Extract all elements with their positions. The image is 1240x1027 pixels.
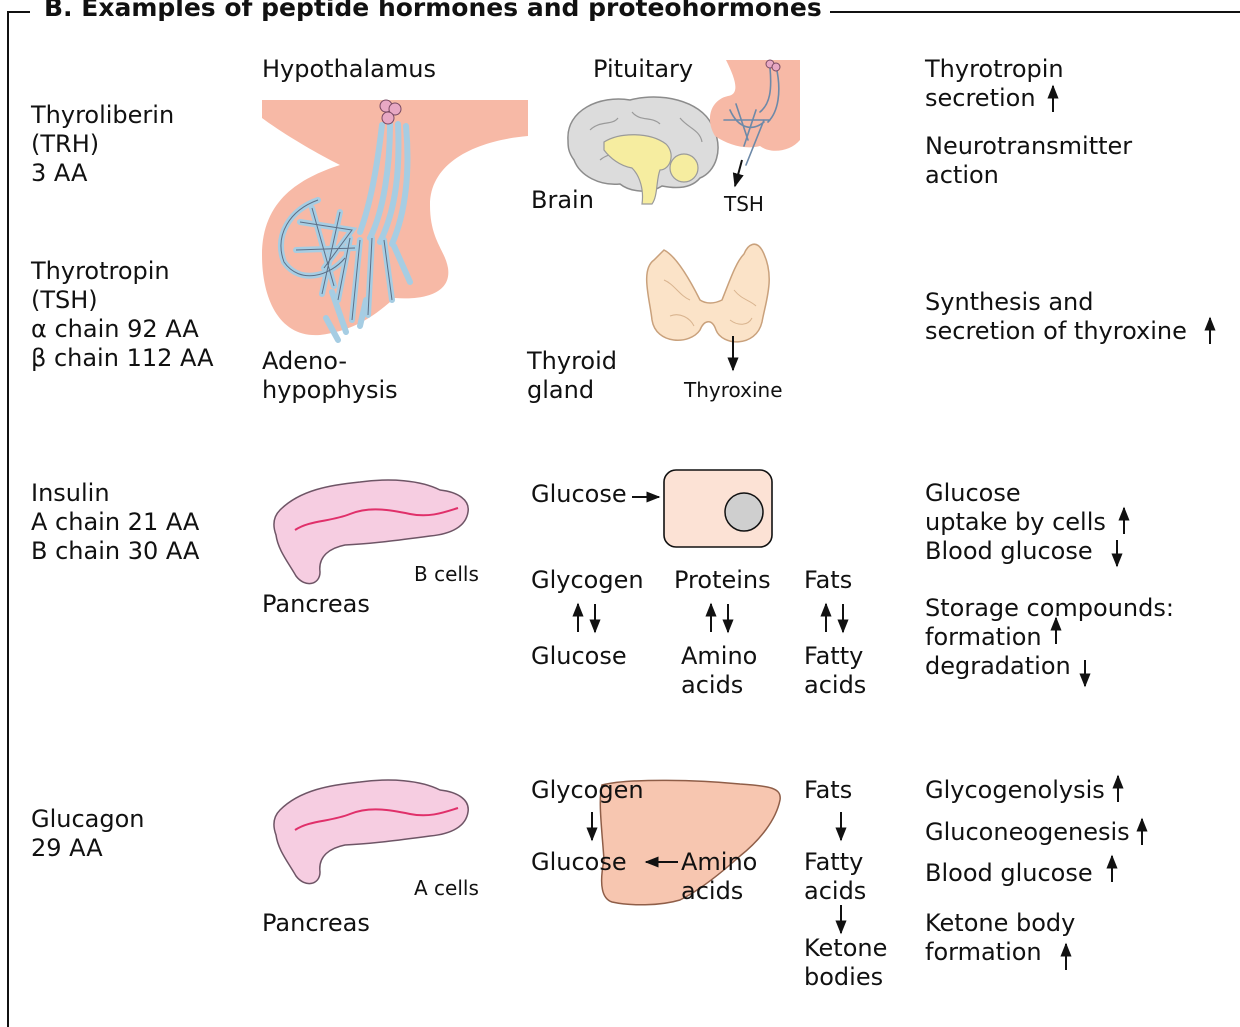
a-cells-label: A cells — [414, 876, 479, 900]
brain-label: Brain — [531, 186, 594, 215]
effect-gluconeogenesis: Gluconeogenesis — [925, 818, 1130, 847]
neuron-body — [382, 112, 394, 124]
glucose-uptake-label: Glucose — [531, 480, 627, 509]
hypothalamus-tissue — [262, 100, 528, 335]
pituitary-label: Pituitary — [593, 55, 693, 84]
pancreas-a-drawing — [274, 780, 468, 883]
glucose-label: Glucose — [531, 642, 627, 671]
pancreas-label-a: Pancreas — [262, 909, 370, 938]
glycogen-label: Glycogen — [531, 566, 644, 595]
hormone-label-trh: Thyroliberin(TRH)3 AA — [31, 101, 174, 188]
b-cells-label: B cells — [414, 562, 479, 586]
tsh-label: TSH — [724, 192, 764, 216]
panel-title: B. Examples of peptide hormones and prot… — [36, 0, 830, 23]
effect-glycogenolysis: Glycogenolysis — [925, 776, 1105, 805]
fats-label: Fats — [804, 776, 852, 805]
hypothalamus-label: Hypothalamus — [262, 55, 436, 84]
thyroid-gland — [647, 244, 770, 342]
cell-nucleus — [725, 493, 763, 531]
pancreas-label-b: Pancreas — [262, 590, 370, 619]
thyroxine-label: Thyroxine — [684, 378, 783, 402]
pituitary-tissue — [710, 60, 800, 151]
adenohypophysis-label: Adeno-hypophysis — [262, 347, 398, 405]
neuron-body — [772, 63, 780, 71]
target-cell — [632, 470, 772, 547]
fats-label: Fats — [804, 566, 852, 595]
proteins-label: Proteins — [674, 566, 771, 595]
hypothalamus-pituitary-drawing — [262, 100, 528, 340]
insulin-interconversion-arrows — [578, 604, 843, 632]
glycogen-label: Glycogen — [531, 776, 644, 805]
effect-blood-glucose: Blood glucose — [925, 859, 1093, 888]
glucose-label: Glucose — [531, 848, 627, 877]
pancreas-outline — [274, 780, 468, 883]
thyroid-drawing — [647, 244, 770, 370]
tsh-arrow — [735, 160, 742, 186]
pituitary-small-drawing — [710, 60, 800, 186]
cerebellum — [670, 154, 698, 182]
